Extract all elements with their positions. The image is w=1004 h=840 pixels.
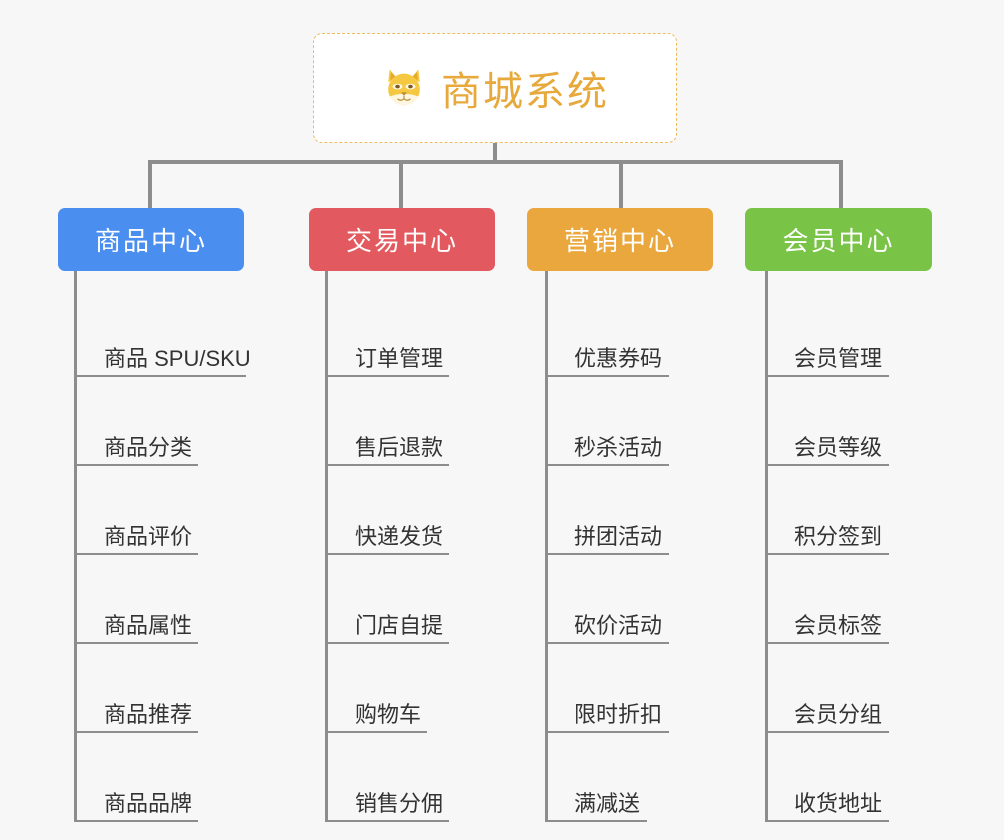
- leaf-item[interactable]: 订单管理: [325, 347, 449, 377]
- connector-trunk-marketing-center: [545, 271, 548, 822]
- connector-trunk-product-center: [74, 271, 77, 822]
- leaf-item-label: 积分签到: [794, 524, 883, 549]
- leaf-item-label: 销售分佣: [355, 791, 444, 816]
- leaf-item[interactable]: 商品分类: [74, 436, 198, 466]
- leaf-item-label: 满减送: [574, 791, 641, 816]
- leaf-item-label: 会员分组: [794, 702, 883, 727]
- leaf-item[interactable]: 门店自提: [325, 614, 449, 644]
- leaf-item-label: 购物车: [355, 702, 422, 727]
- leaf-item[interactable]: 秒杀活动: [545, 436, 669, 466]
- root-node-mall-system[interactable]: 商城系统: [313, 33, 677, 143]
- leaf-item[interactable]: 拼团活动: [545, 525, 669, 555]
- leaf-item-label: 门店自提: [355, 613, 444, 638]
- leaf-item-label: 售后退款: [355, 435, 444, 460]
- category-label: 营销中心: [563, 226, 676, 256]
- leaf-item[interactable]: 商品品牌: [74, 792, 198, 822]
- category-label: 商品中心: [94, 226, 207, 256]
- leaf-item-label: 优惠券码: [574, 346, 663, 371]
- connector-drop-product-center: [148, 160, 152, 208]
- leaf-item-label: 商品分类: [104, 435, 193, 460]
- leaf-item-label: 秒杀活动: [574, 435, 663, 460]
- leaf-item[interactable]: 收货地址: [765, 792, 889, 822]
- connector-root-stem: [493, 143, 497, 164]
- root-title: 商城系统: [441, 70, 609, 114]
- leaf-item[interactable]: 购物车: [325, 703, 427, 733]
- leaf-item[interactable]: 快递发货: [325, 525, 449, 555]
- leaf-item-label: 拼团活动: [574, 524, 663, 549]
- leaf-item[interactable]: 砍价活动: [545, 614, 669, 644]
- leaf-item-label: 收货地址: [794, 791, 883, 816]
- category-card-marketing-center[interactable]: 营销中心: [527, 208, 713, 271]
- leaf-item[interactable]: 销售分佣: [325, 792, 449, 822]
- leaf-item-label: 砍价活动: [574, 613, 663, 638]
- leaf-item[interactable]: 优惠券码: [545, 347, 669, 377]
- leaf-item[interactable]: 会员等级: [765, 436, 889, 466]
- connector-drop-member-center: [839, 160, 843, 208]
- leaf-item[interactable]: 会员管理: [765, 347, 889, 377]
- leaf-item-label: 会员管理: [794, 346, 883, 371]
- connector-drop-marketing-center: [619, 160, 623, 208]
- leaf-item-label: 商品推荐: [104, 702, 193, 727]
- leaf-item[interactable]: 商品 SPU/SKU: [74, 347, 251, 377]
- leaf-item[interactable]: 限时折扣: [545, 703, 669, 733]
- leaf-item-label: 商品属性: [104, 613, 193, 638]
- connector-drop-trade-center: [399, 160, 403, 208]
- category-card-trade-center[interactable]: 交易中心: [309, 208, 495, 271]
- leaf-item-label: 会员标签: [794, 613, 883, 638]
- leaf-item-label: 商品 SPU/SKU: [104, 346, 251, 371]
- shiba-dog-face-icon: [381, 65, 427, 111]
- leaf-item[interactable]: 积分签到: [765, 525, 889, 555]
- connector-horizontal-bus: [148, 160, 842, 164]
- leaf-item[interactable]: 商品评价: [74, 525, 198, 555]
- category-label: 交易中心: [345, 226, 458, 256]
- leaf-item[interactable]: 会员标签: [765, 614, 889, 644]
- category-card-product-center[interactable]: 商品中心: [58, 208, 244, 271]
- leaf-item-label: 快递发货: [355, 524, 444, 549]
- connector-trunk-trade-center: [325, 271, 328, 822]
- leaf-item-label: 会员等级: [794, 435, 883, 460]
- leaf-item[interactable]: 商品属性: [74, 614, 198, 644]
- category-card-member-center[interactable]: 会员中心: [745, 208, 932, 271]
- leaf-item[interactable]: 会员分组: [765, 703, 889, 733]
- leaf-item-label: 订单管理: [355, 346, 444, 371]
- leaf-item[interactable]: 商品推荐: [74, 703, 198, 733]
- connector-trunk-member-center: [765, 271, 768, 822]
- leaf-item[interactable]: 售后退款: [325, 436, 449, 466]
- leaf-item-label: 商品品牌: [104, 791, 193, 816]
- leaf-item-label: 商品评价: [104, 524, 193, 549]
- leaf-item[interactable]: 满减送: [545, 792, 647, 822]
- category-label: 会员中心: [782, 226, 895, 256]
- leaf-item-label: 限时折扣: [574, 702, 663, 727]
